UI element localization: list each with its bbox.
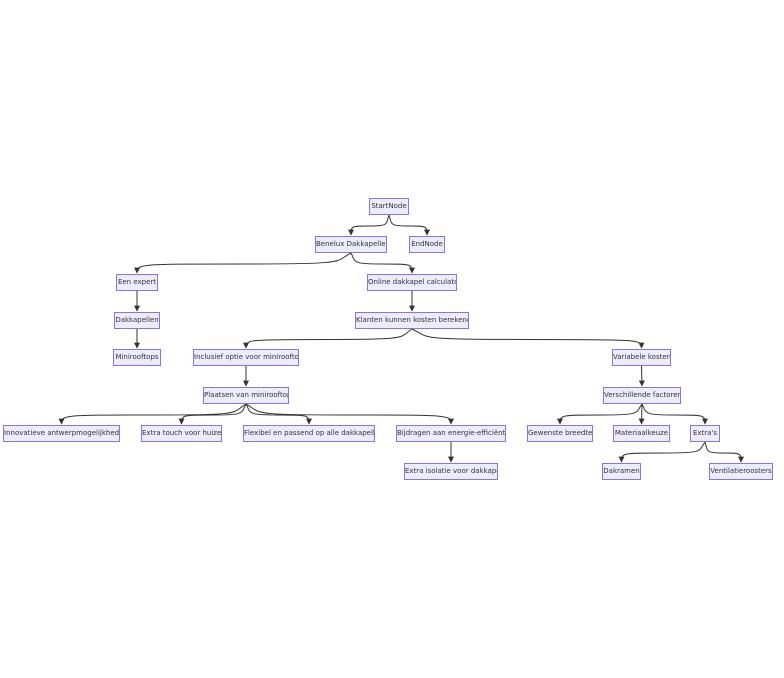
node-extra-isolatie-voor-dakkapel: Extra isolatie voor dakkapel (404, 463, 498, 480)
edge-extras-to-ventilatie (704, 441, 744, 463)
edge-verschillende-to-extras (641, 403, 708, 425)
edge-plaatsen-to-innovatieve (58, 403, 247, 425)
node-extra-touch-voor-huizen: Extra touch voor huizen (141, 425, 222, 442)
node-ventilatieroosters: Ventilatieroosters (709, 463, 773, 480)
node-online-dakkapel-calculator: Online dakkapel calculator (367, 274, 457, 291)
node-verschillende-factoren: Verschillende factoren (603, 387, 681, 404)
edge-benelux-to-expert (134, 252, 352, 274)
node-klanten-kunnen-kosten-berekenen: Klanten kunnen kosten berekenen (355, 312, 469, 329)
edge-startnode-to-endnode (388, 214, 430, 236)
node-bijdragen-aan-energie-efficientie: Bijdragen aan energie-efficiëntie (396, 425, 506, 442)
node-minirooftops: Minirooftops (113, 349, 161, 366)
node-dakkapellen: Dakkapellen (114, 312, 160, 329)
edge-startnode-to-benelux (348, 214, 390, 236)
node-inclusief-optie-voor-minirooftop: Inclusief optie voor minirooftop (193, 349, 299, 366)
edge-plaatsen-to-flexibel (245, 403, 312, 425)
node-benelux-dakkapellen: Benelux Dakkapellen (315, 236, 387, 253)
edge-klanten-to-inclusief (243, 328, 413, 349)
node-flexibel-en-passend: Flexibel en passend op alle dakkapellen (243, 425, 375, 442)
edge-verschillende-to-breedte (557, 403, 643, 425)
node-gewenste-breedte: Gewenste breedte (527, 425, 593, 442)
node-startnode: StartNode (369, 198, 409, 215)
node-endnode: EndNode (409, 236, 445, 253)
edge-plaatsen-to-extra_touch (178, 403, 247, 425)
edge-extras-to-dakramen (618, 441, 706, 463)
node-plaatsen-van-minirooftop: Plaatsen van minirooftop (203, 387, 289, 404)
edge-verschillende-to-materiaal (638, 403, 645, 425)
node-dakramen: Dakramen (602, 463, 641, 480)
node-extras: Extra's (690, 425, 720, 442)
edge-variabele-to-verschillende (638, 365, 645, 387)
node-variabele-kosten: Variabele kosten (612, 349, 671, 366)
edge-plaatsen-to-bijdragen (245, 403, 454, 425)
edge-klanten-to-variabele (411, 328, 645, 349)
node-materiaalkeuze: Materiaalkeuze (613, 425, 670, 442)
edge-benelux-to-calculator (350, 252, 415, 274)
node-innovatieve-antwerpmogelijkheden: Innovatieve antwerpmogelijkheden (3, 425, 120, 442)
node-een-expert: Een expert (116, 274, 158, 291)
